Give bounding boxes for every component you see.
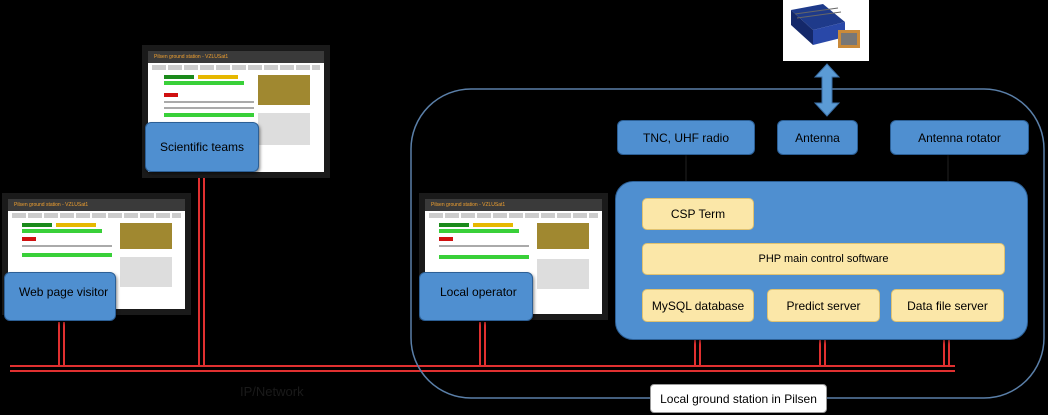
station-label-text: Local ground station in Pilsen [660,391,817,406]
arrow-double [813,63,841,117]
web-page-visitor-box: Web page visitor [4,272,116,321]
php-main-box: PHP main control software [642,243,1005,275]
antenna-rotator-label: Antenna rotator [918,130,1001,145]
tnc-radio-label: TNC, UHF radio [642,130,729,145]
predict-box: Predict server [767,289,880,322]
datafile-box: Data file server [891,289,1004,322]
antenna-label: Antenna [795,130,840,145]
satellite-image [783,0,869,61]
datafile-label: Data file server [907,298,988,313]
tnc-radio-box: TNC, UHF radio [617,120,755,155]
scientific-teams-label: Scientific teams [159,140,245,154]
mysql-label: MySQL database [651,298,745,313]
station-label: Local ground station in Pilsen [650,384,827,413]
local-operator-label: Local operator [440,285,517,299]
local-operator-box: Local operator [419,272,533,321]
csp-term-label: CSP Term [670,207,726,221]
antenna-box: Antenna [777,120,858,155]
web-page-visitor-label: Web page visitor [19,285,109,299]
screenshot-title: Pilsen ground station - VZLUSat1 [148,51,324,63]
antenna-rotator-box: Antenna rotator [890,120,1029,155]
predict-label: Predict server [786,298,861,313]
scientific-teams-box: Scientific teams [145,122,259,172]
csp-term-box: CSP Term [642,198,754,230]
network-label: IP/Network [240,384,304,399]
mysql-box: MySQL database [642,289,754,322]
php-main-label: PHP main control software [758,253,889,265]
